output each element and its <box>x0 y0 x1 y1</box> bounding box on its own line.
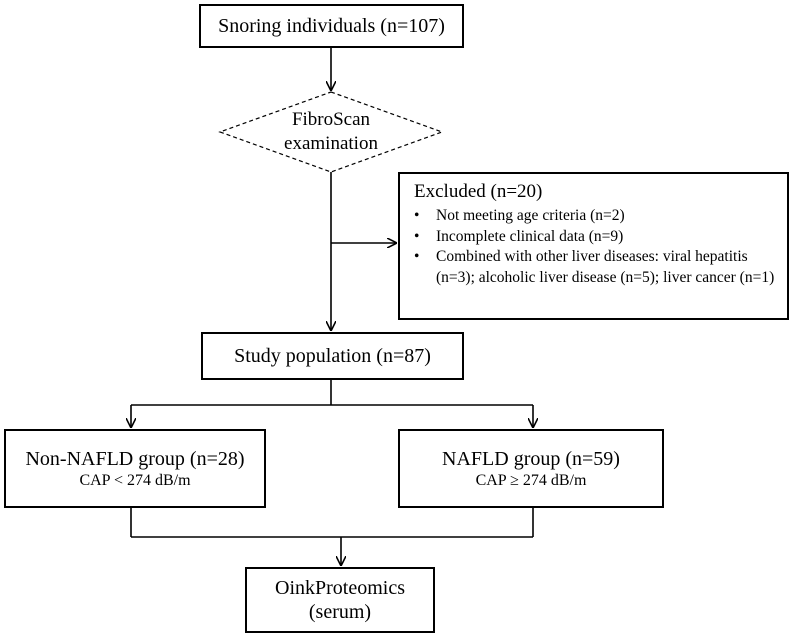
start-label: Snoring individuals (n=107) <box>218 15 445 37</box>
excluded-list: • Not meeting age criteria (n=2) • Incom… <box>414 206 777 288</box>
excluded-title: Excluded (n=20) <box>414 181 543 202</box>
nafld-criterion: CAP ≥ 274 dB/m <box>475 471 587 489</box>
non-nafld-criterion: CAP < 274 dB/m <box>79 471 191 489</box>
excluded-item-text: Not meeting age criteria (n=2) <box>436 207 625 224</box>
excluded-item-text: Combined with other liver diseases: vira… <box>436 248 775 286</box>
study-population-box: Study population (n=87) <box>201 332 464 380</box>
excluded-item: • Combined with other liver diseases: vi… <box>414 247 777 288</box>
decision-diamond <box>218 91 444 173</box>
excluded-item: • Not meeting age criteria (n=2) <box>414 206 777 227</box>
non-nafld-label: Non-NAFLD group (n=28) <box>25 447 245 470</box>
bullet: • <box>414 227 420 245</box>
excluded-box: Excluded (n=20) • Not meeting age criter… <box>398 172 789 320</box>
nafld-label: NAFLD group (n=59) <box>442 447 620 470</box>
decision-line2: examination <box>284 133 378 154</box>
start-box: Snoring individuals (n=107) <box>199 4 464 48</box>
non-nafld-box: Non-NAFLD group (n=28) CAP < 274 dB/m <box>4 429 266 508</box>
proteomics-line1: OinkProteomics <box>275 577 405 599</box>
excluded-item: • Incomplete clinical data (n=9) <box>414 227 777 248</box>
excluded-item-text: Incomplete clinical data (n=9) <box>436 227 624 245</box>
study-population-label: Study population (n=87) <box>234 345 431 367</box>
bullet: • <box>414 248 420 265</box>
proteomics-box: OinkProteomics (serum) <box>245 567 435 633</box>
decision-line1: FibroScan <box>291 109 371 130</box>
nafld-box: NAFLD group (n=59) CAP ≥ 274 dB/m <box>398 429 664 508</box>
bullet: • <box>414 207 420 224</box>
proteomics-line2: (serum) <box>308 601 372 623</box>
decision-label: FibroScan examination <box>220 92 442 172</box>
